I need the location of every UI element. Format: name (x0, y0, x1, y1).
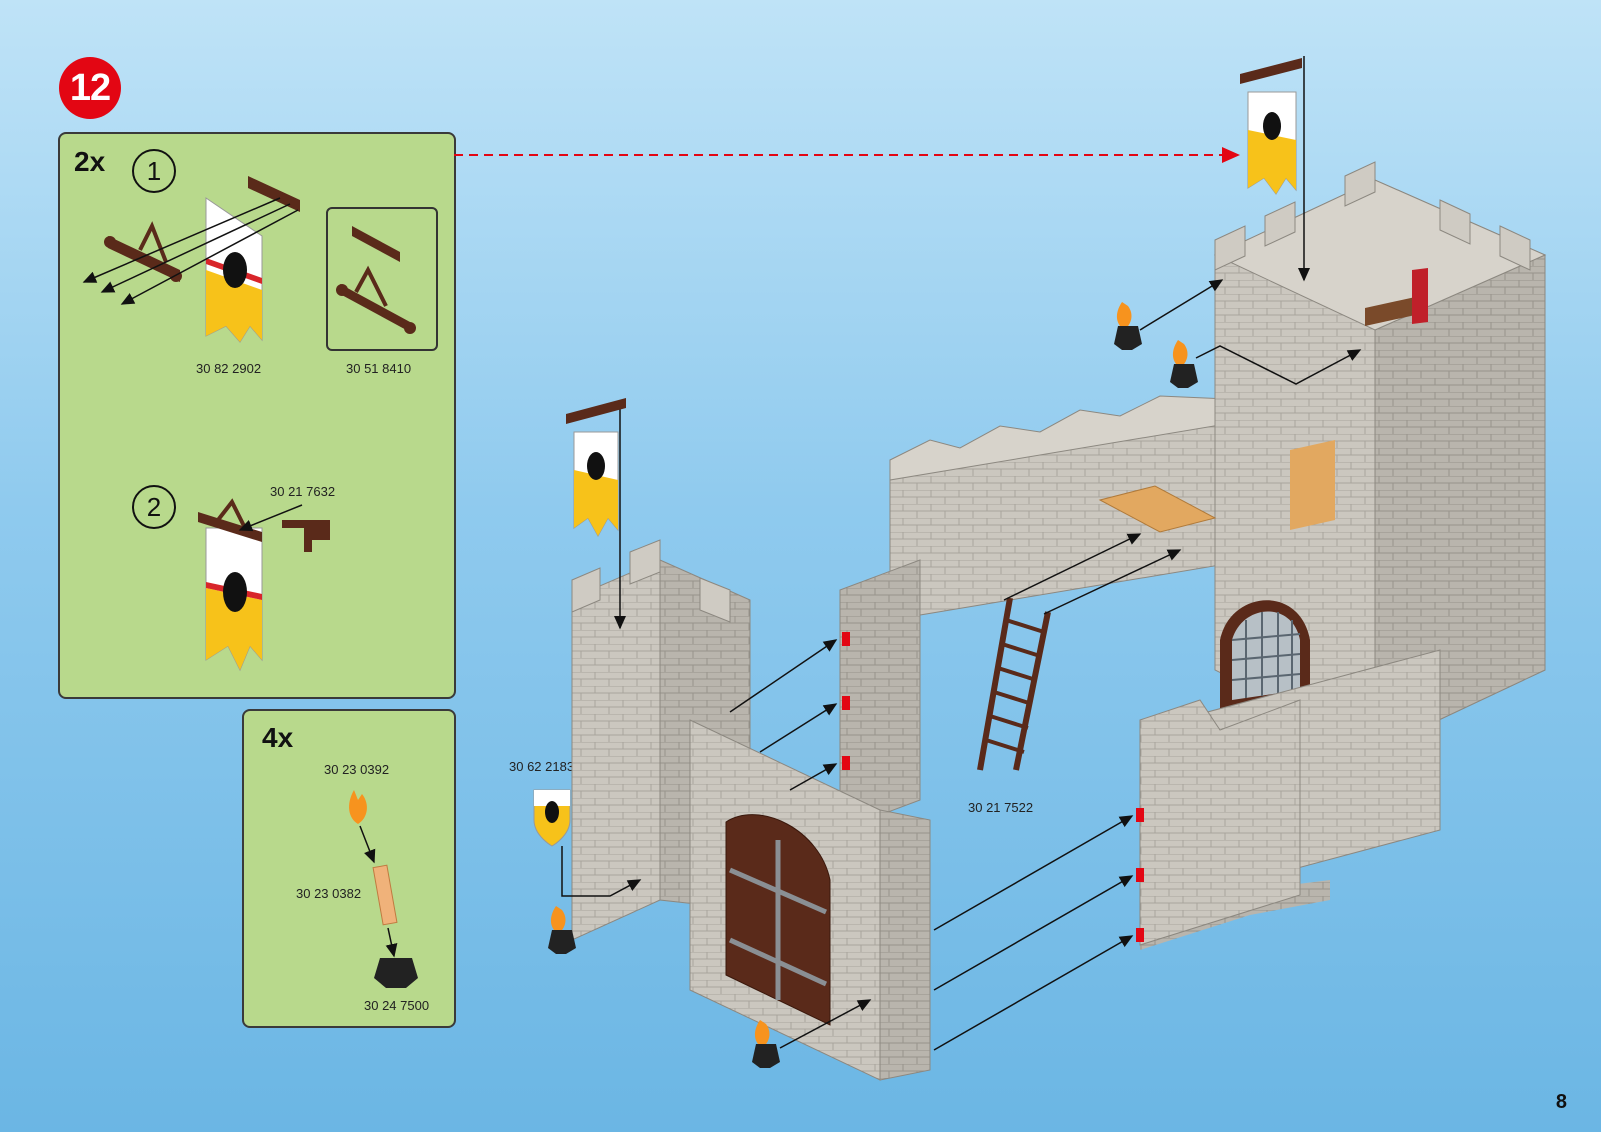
parts-panel-torch (242, 709, 456, 1028)
part-number-banner: 30 82 2902 (196, 361, 262, 376)
page-number: 8 (1555, 1091, 1567, 1113)
torch-parts-icon (349, 790, 418, 988)
substep-2-badge: 2 (132, 485, 176, 529)
banner-assembly-icon (82, 176, 300, 343)
substep-1-badge: 1 (132, 149, 176, 193)
torch-icon-1 (1114, 279, 1224, 350)
part-number-flame: 30 23 0392 (324, 762, 390, 777)
bracket-set-inset (326, 207, 438, 351)
tower-banner-left (566, 398, 626, 630)
bracket-set-icon (336, 226, 416, 334)
part-number-torch-holder: 30 24 7500 (364, 998, 430, 1013)
torch-icon-4 (752, 999, 872, 1068)
tower-banner-right (1240, 56, 1310, 282)
shield-icon (533, 789, 642, 897)
part-number-ladder: 30 21 7522 (968, 800, 1034, 815)
part-number-bracket-pin: 30 21 7632 (270, 484, 336, 499)
multiplier-label-torch: 4x (262, 722, 294, 753)
castle-illustration (571, 161, 1547, 1081)
torch-icon-3 (548, 906, 576, 954)
part-number-bracket-set: 30 51 8410 (346, 361, 412, 376)
part-number-shield: 30 62 2183 (509, 759, 575, 774)
step-number-badge: 12 (59, 57, 121, 119)
multiplier-label: 2x (74, 146, 106, 177)
torch-icon-2 (1170, 340, 1362, 388)
banner-with-rack-icon (198, 498, 330, 672)
part-number-torch-handle: 30 23 0382 (296, 886, 362, 901)
assembly-arrows (729, 533, 1182, 1051)
